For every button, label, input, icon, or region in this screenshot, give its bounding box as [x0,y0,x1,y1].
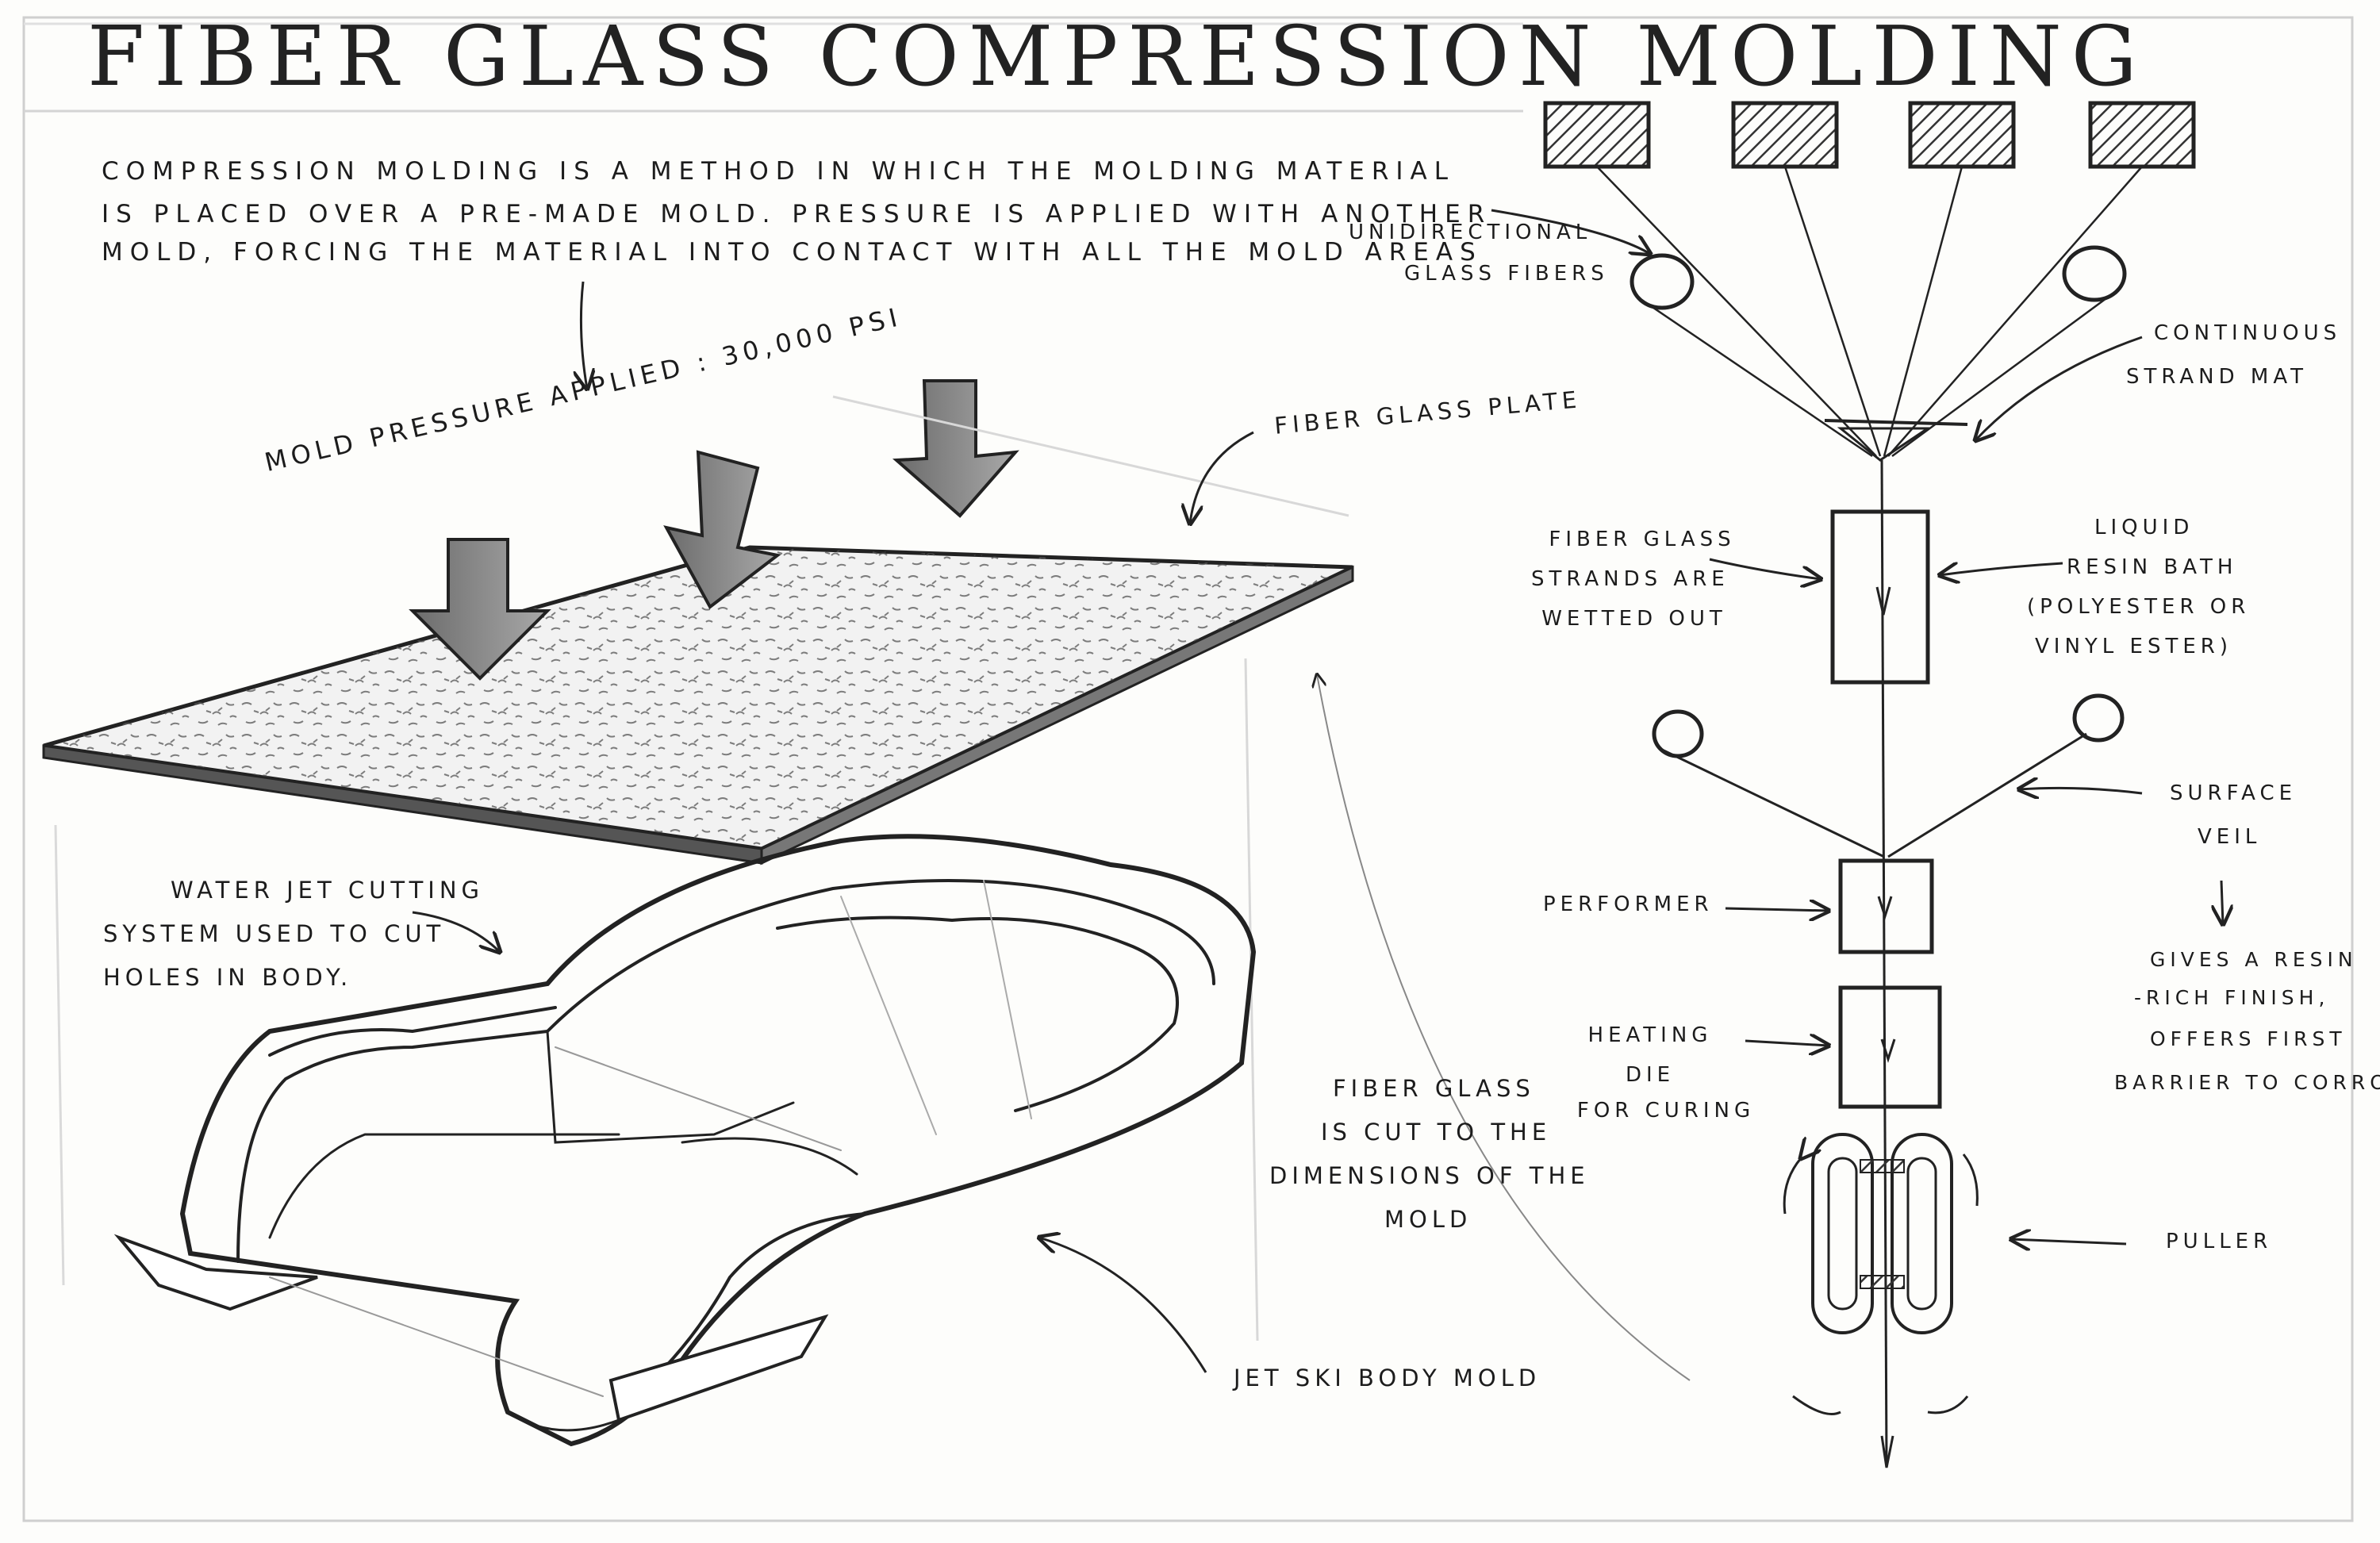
resin-line-3: (Polyester or [2027,595,2251,619]
jetski-label-arrow [1039,1238,1207,1373]
veil-note-4: barrier to corrosio [2114,1071,2380,1094]
page-title: Fiber Glass Compression Molding [87,8,2147,105]
fiber-glass-plate [42,545,1354,866]
cut-line-1: Fiber Glass [1333,1075,1535,1102]
resin-arrow [1940,563,2063,575]
mat-line-2: Strand Mat [2126,365,2308,389]
sheet-border [22,16,2354,1522]
performer-box [1838,858,1934,954]
mat-roller-left [1630,253,1695,310]
veil-note-1: Gives a resin [2150,948,2358,971]
heating-line-2: Die [1625,1063,1676,1087]
mat-roller-right [2062,245,2127,302]
fiber-creel-3 [1908,101,2016,169]
fibers-line-1: Unidirectional [1349,221,1592,244]
fiber-creel-1 [1543,101,1651,169]
plate-label-arrow [1190,431,1254,524]
puller-mechanism [1783,1133,1979,1415]
water-jet-arrow [412,911,500,952]
fiber-creel-2 [1731,101,1839,169]
heating-die-box [1838,985,1942,1109]
performer-arrow [1725,908,1829,911]
resin-line-1: Liquid [2094,516,2194,539]
jetski-label: Jet Ski Body Mold [1234,1365,1541,1391]
mat-arrow [1975,336,2143,440]
resin-line-4: Vinyl Ester) [2035,635,2232,658]
fibers-line-2: Glass Fibers [1404,262,1609,286]
cut-line-2: is cut to the [1321,1119,1552,1146]
veil-note-2: -rich finish, [2134,986,2330,1009]
veil-line-2: Veil [2198,825,2262,849]
veil-roller-right [2072,693,2125,743]
jetski-body-mold [113,834,1257,1447]
cut-line-4: mold [1384,1206,1472,1233]
fiber-creel-4 [2088,101,2196,169]
cut-line-3: dimensions of the [1269,1162,1590,1189]
pressure-arrows [409,379,1019,681]
resin-bath [1830,509,1930,685]
mat-line-1: Continuous [2154,321,2342,345]
water-jet-line-2: System used to cut [103,920,446,947]
heating-line-3: For Curing [1576,1099,1756,1123]
cut-arrow [1317,674,1691,1381]
wetted-line-2: Strands are [1531,567,1729,591]
process-diagram [1543,101,2196,1468]
wetted-arrow [1709,558,1821,579]
intro-line-3: mold, forcing the material into contact … [102,238,1483,267]
puller-arrow [2011,1239,2127,1244]
heating-arrow [1745,1041,1829,1046]
wetted-line-3: Wetted out [1541,607,1727,631]
veil-note-3: offers first [2150,1027,2347,1050]
performer-label: Performer [1543,892,1714,916]
veil-arrow [2019,788,2143,793]
veil-down-arrow [2221,880,2223,924]
water-jet-line-1: Water Jet Cutting [171,877,485,904]
intro-line-1: Compression molding is a method in which… [102,157,1456,186]
puller-label: Puller [2166,1230,2273,1253]
veil-line-1: Surface [2170,781,2297,805]
heating-line-1: Heating [1587,1023,1713,1047]
intro-arrow [581,281,587,389]
veil-roller-left [1652,709,1704,758]
water-jet-line-3: holes in Body. [103,964,353,991]
intro-line-2: is placed over a pre-made mold. Pressure… [102,200,1492,228]
wetted-line-1: Fiber Glass [1549,528,1736,551]
fibers-arrow [1491,209,1650,254]
resin-line-2: Resin Bath [2067,555,2238,579]
